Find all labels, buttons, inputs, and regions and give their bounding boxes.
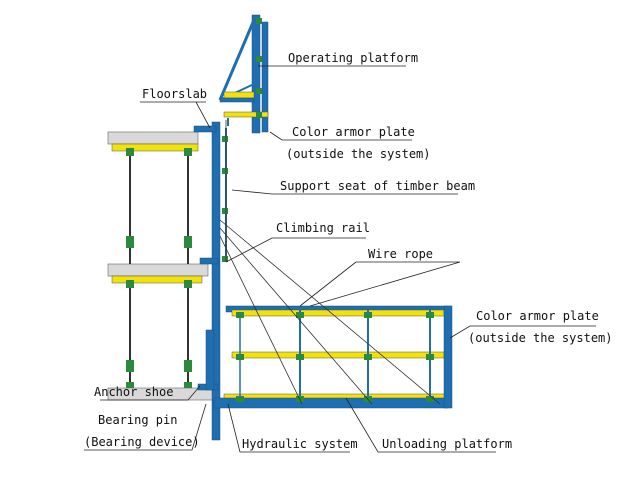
floor-slab-middle <box>107 263 209 284</box>
label-unloading-platform: Unloading platform <box>382 437 512 451</box>
label-bearing-device: (Bearing device) <box>84 435 200 449</box>
unloading-platform <box>213 305 453 409</box>
label-color-armor-right-note: (outside the system) <box>468 331 613 345</box>
climbing-rail-column <box>193 121 221 441</box>
label-floorslab: Floorslab <box>142 87 207 101</box>
rail-bolts <box>222 136 228 262</box>
label-color-armor-top-note: (outside the system) <box>286 147 431 161</box>
label-wire-rope: Wire rope <box>368 247 433 261</box>
wire-ropes <box>219 120 441 405</box>
label-operating-platform: Operating platform <box>288 51 418 65</box>
label-climbing-rail: Climbing rail <box>276 221 370 235</box>
label-color-armor-top: Color armor plate <box>292 125 415 139</box>
shoring-posts <box>126 148 192 388</box>
label-bearing-pin: Bearing pin <box>98 413 177 427</box>
label-color-armor-right: Color armor plate <box>476 309 599 323</box>
leader-lines <box>84 65 596 453</box>
label-hydraulic-system: Hydraulic system <box>242 437 358 451</box>
operating-platform-frame <box>218 14 269 134</box>
label-anchor-shoe: Anchor shoe <box>94 385 173 399</box>
floor-slab-top <box>107 131 199 152</box>
label-support-seat: Support seat of timber beam <box>280 179 475 193</box>
